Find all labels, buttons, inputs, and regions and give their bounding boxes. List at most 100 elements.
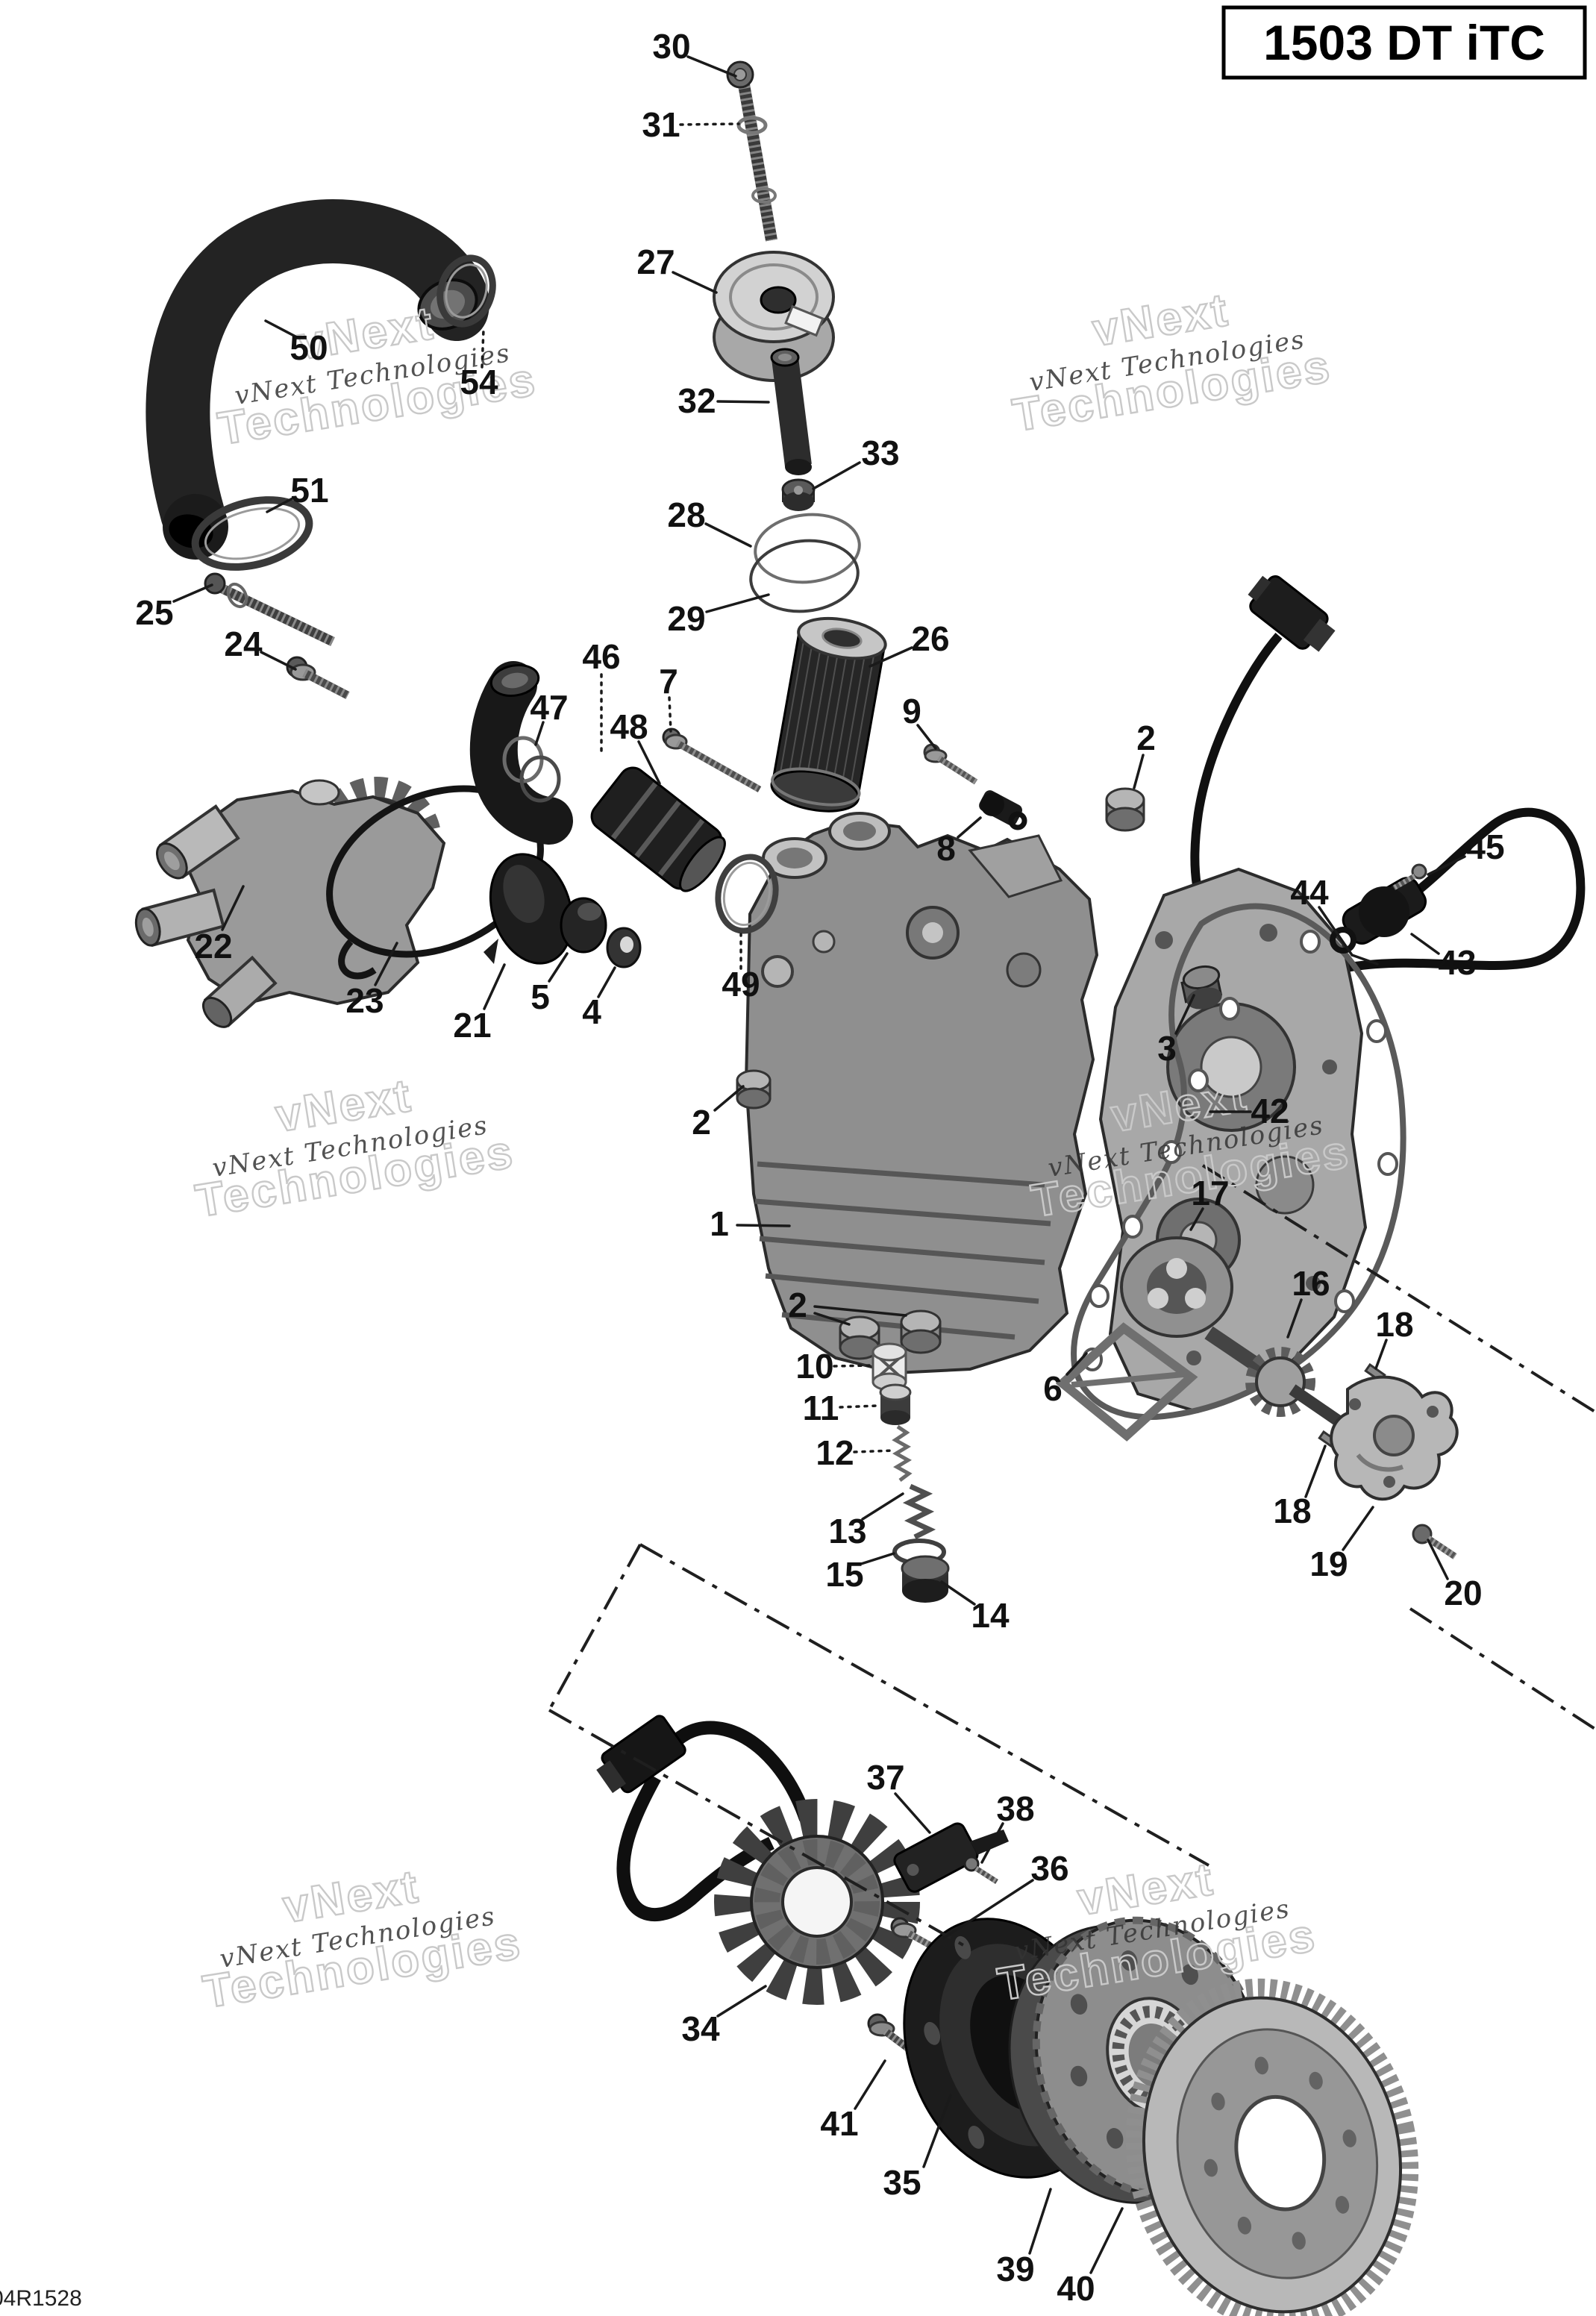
part-17-pump-rotor [1120, 1236, 1233, 1338]
callout-leader-20 [1427, 1539, 1449, 1580]
part-2-plug-c [839, 1315, 880, 1360]
callout-leader-17 [1189, 1207, 1204, 1231]
callout-number-41: 41 [820, 2104, 858, 2143]
callout-number-35: 35 [883, 2163, 921, 2202]
callout-number-54: 54 [460, 363, 498, 401]
callout-number-33: 33 [861, 434, 899, 472]
callout-number-16: 16 [1292, 1264, 1330, 1303]
watermark: vNext Technologies vNext Technologies [191, 1069, 519, 1228]
callout-number-36: 36 [1030, 1849, 1068, 1888]
callout-number-24: 24 [224, 625, 263, 663]
callout-leader-10 [833, 1364, 871, 1368]
callout-leader-50 [264, 319, 298, 339]
callout-number-51: 51 [290, 471, 328, 510]
callout-number-17: 17 [1191, 1174, 1229, 1212]
callout-leader-38 [980, 1822, 1004, 1864]
callout-leader-2 [813, 1305, 907, 1317]
callout-number-1: 1 [710, 1204, 729, 1243]
part-25-bolt [204, 572, 335, 646]
callout-number-13: 13 [828, 1512, 866, 1550]
callout-number-42: 42 [1251, 1092, 1289, 1130]
part-12-spring [892, 1424, 913, 1482]
part-2-plug-b [736, 1069, 772, 1110]
callout-number-2: 2 [1136, 719, 1156, 757]
part-16-pump-shaft [1204, 1326, 1356, 1436]
callout-number-3: 3 [1157, 1029, 1177, 1068]
callout-number-7: 7 [659, 662, 678, 701]
callout-leader-45 [1427, 855, 1466, 876]
callout-leader-15 [860, 1552, 895, 1565]
callout-leader-29 [705, 593, 770, 613]
callout-number-19: 19 [1309, 1544, 1348, 1583]
callout-number-26: 26 [911, 619, 949, 658]
model-title-box: 1503 DT iTC [1221, 5, 1587, 80]
callout-leader-13 [861, 1492, 904, 1521]
part-2-plug-a [1105, 787, 1145, 832]
callout-number-39: 39 [996, 2250, 1034, 2288]
callout-leader-32 [716, 400, 770, 404]
part-11-valve-piston [879, 1383, 912, 1425]
callout-number-21: 21 [453, 1006, 491, 1045]
callout-leader-28 [704, 522, 752, 548]
part-28-o-rings [749, 513, 861, 613]
callout-leader-24 [260, 651, 297, 671]
callout-number-25: 25 [135, 593, 173, 632]
part-26-oil-filter [770, 616, 887, 813]
part-33-nut [781, 478, 816, 511]
callout-number-12: 12 [816, 1433, 854, 1472]
part-9-bolt [923, 743, 978, 785]
part-27-filter-cover [713, 251, 835, 382]
callout-number-5: 5 [531, 977, 550, 1016]
part-43-crank-sensor [1330, 877, 1427, 954]
callout-leader-18 [1374, 1339, 1388, 1370]
part-51-hose-clamp [191, 496, 313, 571]
part-24-bolt [286, 656, 350, 699]
callout-leader-23 [374, 942, 398, 986]
doc-code: 04R1528 [0, 2286, 82, 2311]
callout-number-34: 34 [681, 2009, 720, 2048]
watermark: vNext Technologies vNext Technologies [1008, 284, 1336, 442]
callout-leader-19 [1342, 1506, 1374, 1551]
callout-leader-7 [668, 696, 672, 733]
part-21-pump-cover [484, 853, 574, 965]
callout-leader-2 [1133, 754, 1145, 789]
callout-number-8: 8 [936, 829, 956, 868]
callout-leader-43 [1410, 933, 1440, 955]
callout-number-29: 29 [667, 599, 705, 638]
callout-leader-51 [266, 497, 294, 513]
part-32-standpipe [770, 348, 812, 475]
part-20-bolt [1412, 1524, 1457, 1559]
part-2-plug-d [900, 1309, 942, 1354]
callout-leader-18 [1304, 1445, 1327, 1498]
callout-leader-41 [854, 2059, 886, 2110]
callout-leader-37 [894, 1792, 931, 1834]
callout-leader-35 [922, 2094, 952, 2168]
callout-number-4: 4 [582, 992, 601, 1031]
callout-number-18: 18 [1375, 1305, 1413, 1344]
callout-leader-36 [942, 1879, 1034, 1940]
callout-layer: 3031273233282926982454443505451252422232… [135, 27, 1504, 2308]
callout-number-37: 37 [866, 1758, 904, 1797]
callout-leader-16 [1286, 1298, 1303, 1339]
callout-leader-26 [869, 646, 913, 668]
callout-number-31: 31 [642, 105, 680, 144]
callout-leader-3 [1174, 994, 1195, 1035]
model-title: 1503 DT iTC [1263, 15, 1545, 70]
callout-number-6: 6 [1043, 1369, 1063, 1408]
callout-number-48: 48 [610, 707, 648, 746]
part-3-plug [1180, 965, 1223, 1010]
callout-leader-12 [853, 1449, 895, 1453]
callout-leader-6 [1065, 1352, 1088, 1376]
callout-leader-14 [940, 1580, 976, 1606]
callout-number-2: 2 [692, 1103, 711, 1142]
callout-leader-25 [172, 583, 213, 603]
callout-number-43: 43 [1438, 943, 1476, 982]
callout-number-20: 20 [1444, 1574, 1482, 1612]
callout-number-10: 10 [795, 1347, 833, 1386]
callout-leader-2 [713, 1085, 745, 1112]
part-44-harness-wire [1190, 575, 1586, 974]
callout-leader-2 [813, 1312, 851, 1326]
callout-leader-31 [679, 122, 740, 126]
